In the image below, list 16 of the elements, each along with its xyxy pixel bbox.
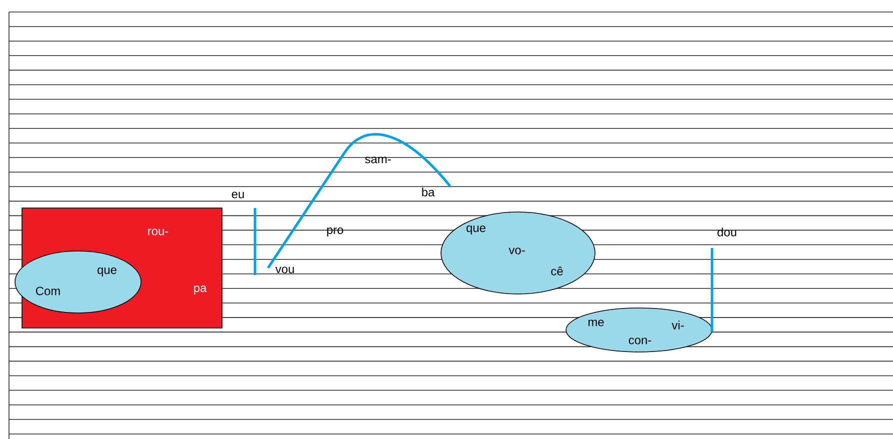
syllable: vo- <box>508 248 525 254</box>
syllable: vou <box>275 266 294 274</box>
highlight-ellipse <box>440 212 596 294</box>
syllable: eu <box>232 192 244 198</box>
syllable: me <box>588 320 604 326</box>
syllable: que <box>466 226 486 234</box>
highlight-ellipse <box>566 308 712 352</box>
syllable: con- <box>628 338 652 344</box>
syllable: sam- <box>365 156 391 164</box>
syllable: cê <box>551 266 563 276</box>
syllable: ba <box>422 188 435 196</box>
syllable: pa <box>194 286 207 294</box>
syllable: Com <box>36 286 60 296</box>
syllable: que <box>98 268 116 276</box>
syllable: vi- <box>672 320 684 330</box>
syllable: rou- <box>148 228 168 236</box>
